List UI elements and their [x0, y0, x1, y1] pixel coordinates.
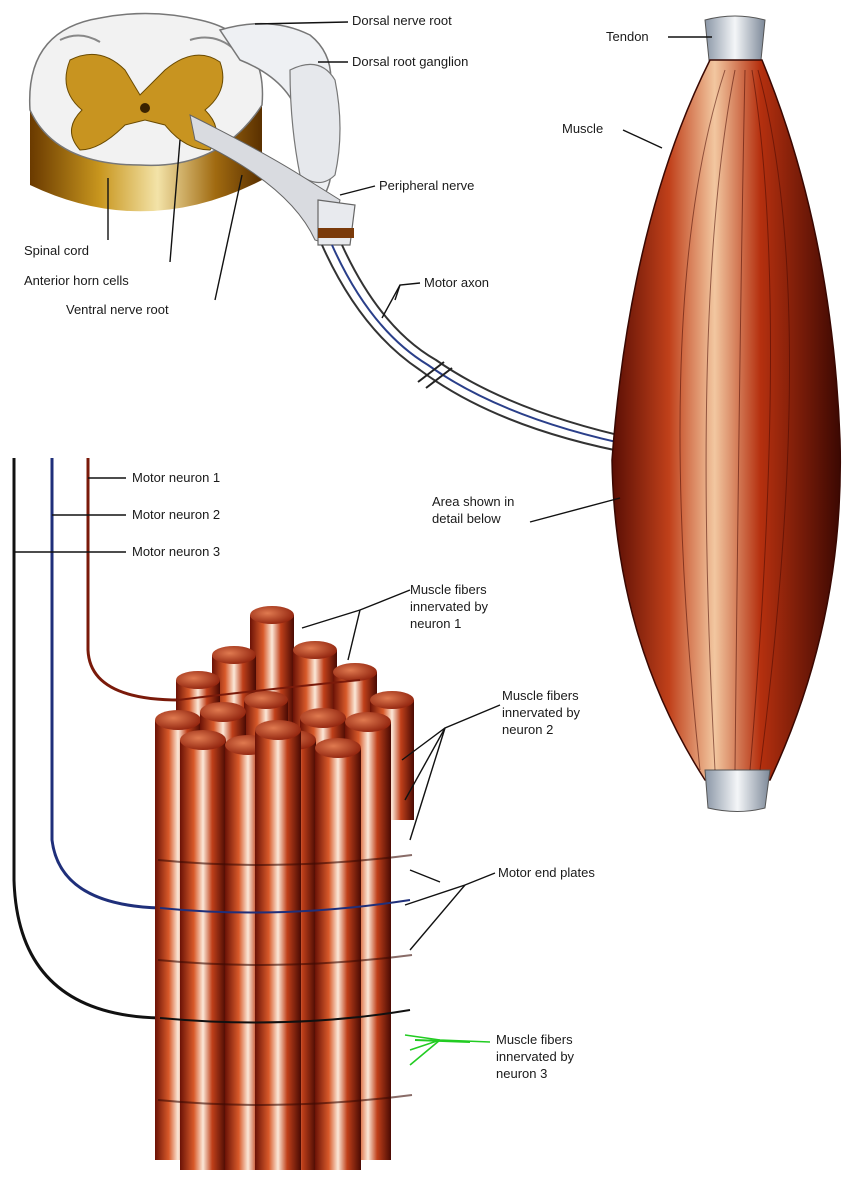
label-area-shown-line2: detail below	[432, 511, 501, 527]
leader-fibers-n2	[410, 728, 445, 840]
leader-fibers-n1	[348, 610, 360, 660]
leader-motor-axon	[382, 283, 420, 318]
label-motor-neuron-3: Motor neuron 3	[132, 544, 220, 560]
label-motor-axon: Motor axon	[424, 275, 489, 291]
label-ventral-nerve-root: Ventral nerve root	[66, 302, 169, 318]
label-spinal-cord: Spinal cord	[24, 243, 89, 259]
leader-end-plates	[405, 873, 495, 905]
label-muscle: Muscle	[562, 121, 603, 137]
label-fibers-n3-line1: Muscle fibers	[496, 1032, 573, 1048]
tendon-bottom	[705, 770, 770, 812]
label-fibers-n3-line2: innervated by	[496, 1049, 574, 1065]
leader-fibers-n1	[302, 590, 410, 628]
muscle-fiber-bundle	[155, 606, 470, 1170]
leader-fibers-n2	[402, 705, 500, 760]
label-dorsal-nerve-root: Dorsal nerve root	[352, 13, 452, 29]
label-motor-neuron-2: Motor neuron 2	[132, 507, 220, 523]
label-fibers-n2-line2: innervated by	[502, 705, 580, 721]
dorsal-root-ganglion-shape	[290, 64, 340, 182]
label-peripheral-nerve: Peripheral nerve	[379, 178, 474, 194]
nerve-cut-band	[318, 228, 354, 238]
leader-muscle	[623, 130, 662, 148]
neuron-1-line	[88, 458, 180, 700]
label-anterior-horn-cells: Anterior horn cells	[24, 273, 129, 289]
label-fibers-n2-line3: neuron 2	[502, 722, 553, 738]
leader-dorsal-nerve-root	[255, 22, 348, 24]
label-fibers-n3-line3: neuron 3	[496, 1066, 547, 1082]
spinal-cord-section	[30, 13, 263, 211]
label-fibers-n1-line3: neuron 1	[410, 616, 461, 632]
label-fibers-n1-line1: Muscle fibers	[410, 582, 487, 598]
muscle-belly	[612, 16, 840, 812]
label-fibers-n2-line1: Muscle fibers	[502, 688, 579, 704]
muscle-shape	[612, 60, 840, 780]
label-area-shown-line1: Area shown in	[432, 494, 514, 510]
peripheral-nerve-sheath	[318, 200, 355, 245]
leader-area-shown	[530, 498, 620, 522]
label-motor-neuron-1: Motor neuron 1	[132, 470, 220, 486]
leader-end-plates	[410, 870, 440, 882]
label-dorsal-root-ganglion: Dorsal root ganglion	[352, 54, 468, 70]
fiber-front-row	[155, 702, 391, 1170]
label-motor-end-plates: Motor end plates	[498, 865, 595, 881]
leader-peripheral-nerve	[340, 186, 375, 195]
central-canal	[140, 103, 150, 113]
label-tendon: Tendon	[606, 29, 649, 45]
label-fibers-n1-line2: innervated by	[410, 599, 488, 615]
